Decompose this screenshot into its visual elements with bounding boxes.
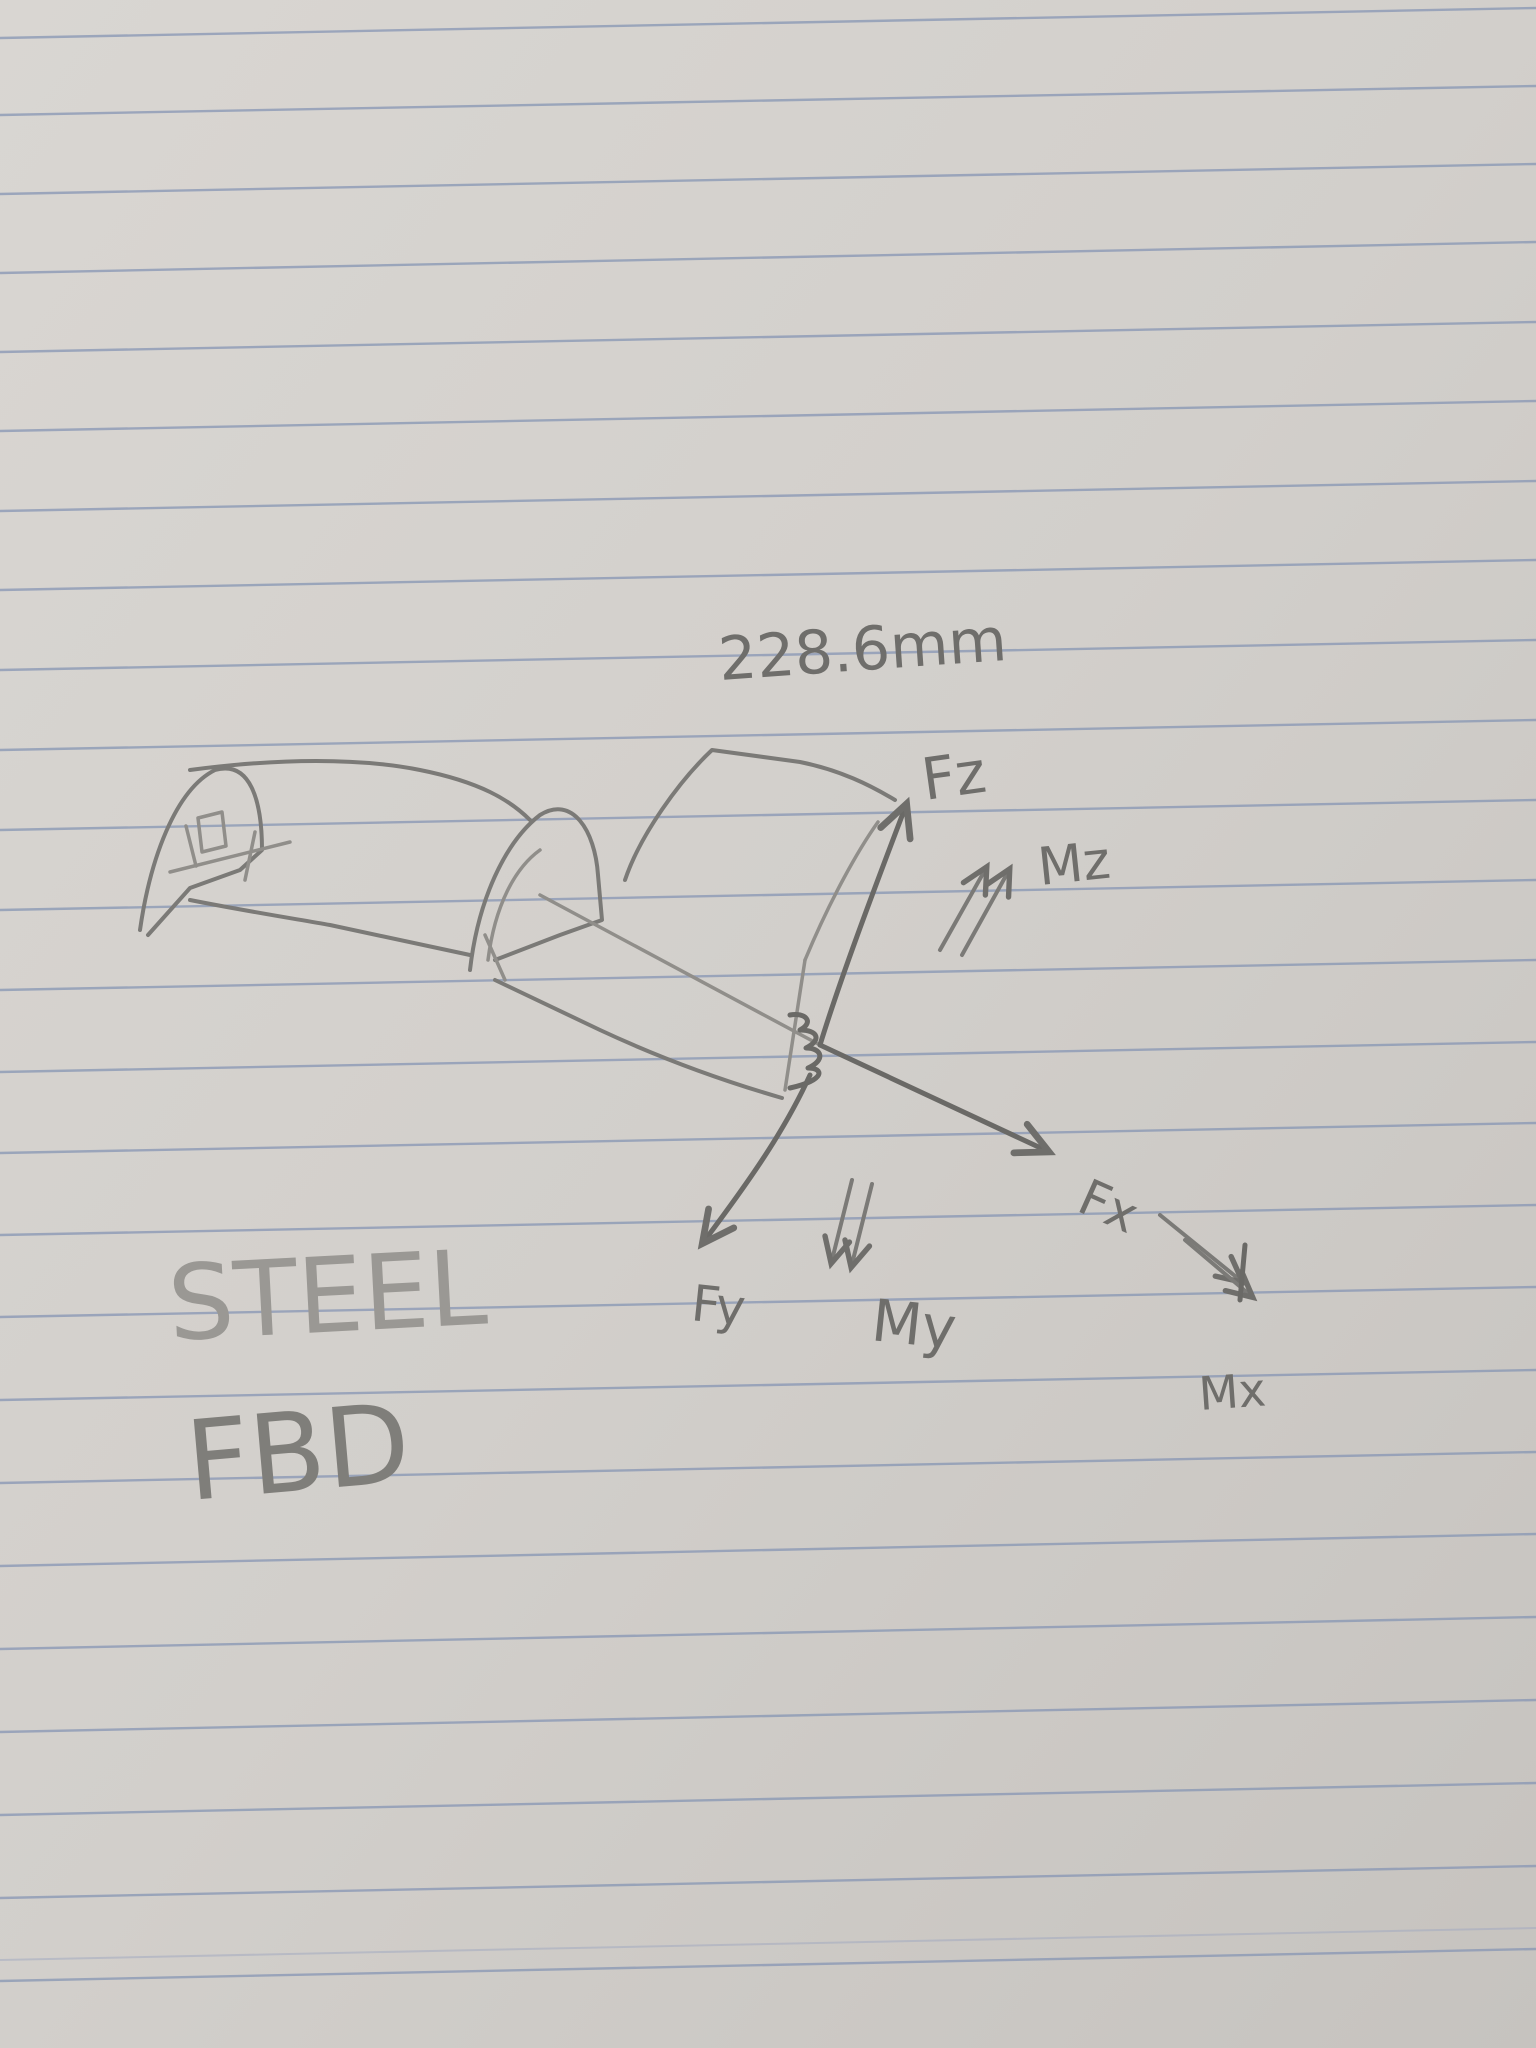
fz-arrow — [817, 796, 914, 1048]
mz-double-arrow-a — [938, 861, 990, 952]
left-lug-hole — [184, 810, 228, 868]
fy-arrow — [697, 1072, 813, 1250]
fy-label: Fy — [689, 1274, 749, 1337]
mx-label: Mx — [1197, 1362, 1268, 1421]
my-label: My — [869, 1286, 960, 1362]
my-double-arrow-a — [822, 1178, 854, 1270]
mz-label: Mz — [1035, 831, 1113, 898]
fx-arrow — [817, 1042, 1056, 1157]
load-point-hatch — [787, 1011, 823, 1091]
fz-label: Fz — [917, 738, 990, 814]
mx-arrow-tick — [1237, 1242, 1248, 1303]
load-arrows — [697, 796, 1258, 1303]
left-lug-cross — [168, 830, 292, 882]
left-lug — [138, 766, 264, 937]
middle-lug-inner — [483, 848, 542, 982]
middle-lug — [468, 807, 604, 972]
arm-bottom-edge — [493, 978, 784, 1100]
arm-centerline — [538, 893, 822, 1047]
ruled-lines — [0, 6, 1536, 1983]
fz-arrow-second-stroke — [803, 820, 880, 962]
mz-double-arrow-b — [960, 863, 1013, 957]
arm-side — [783, 958, 807, 1092]
my-double-arrow-b — [842, 1182, 874, 1274]
body-top-edge — [188, 759, 532, 822]
arm-top-edge — [623, 748, 897, 882]
part-sketch — [138, 748, 897, 1100]
material-label: STEEL — [165, 1226, 490, 1365]
body-bottom-edge — [188, 898, 472, 957]
diagram-label: FBD — [181, 1379, 415, 1526]
